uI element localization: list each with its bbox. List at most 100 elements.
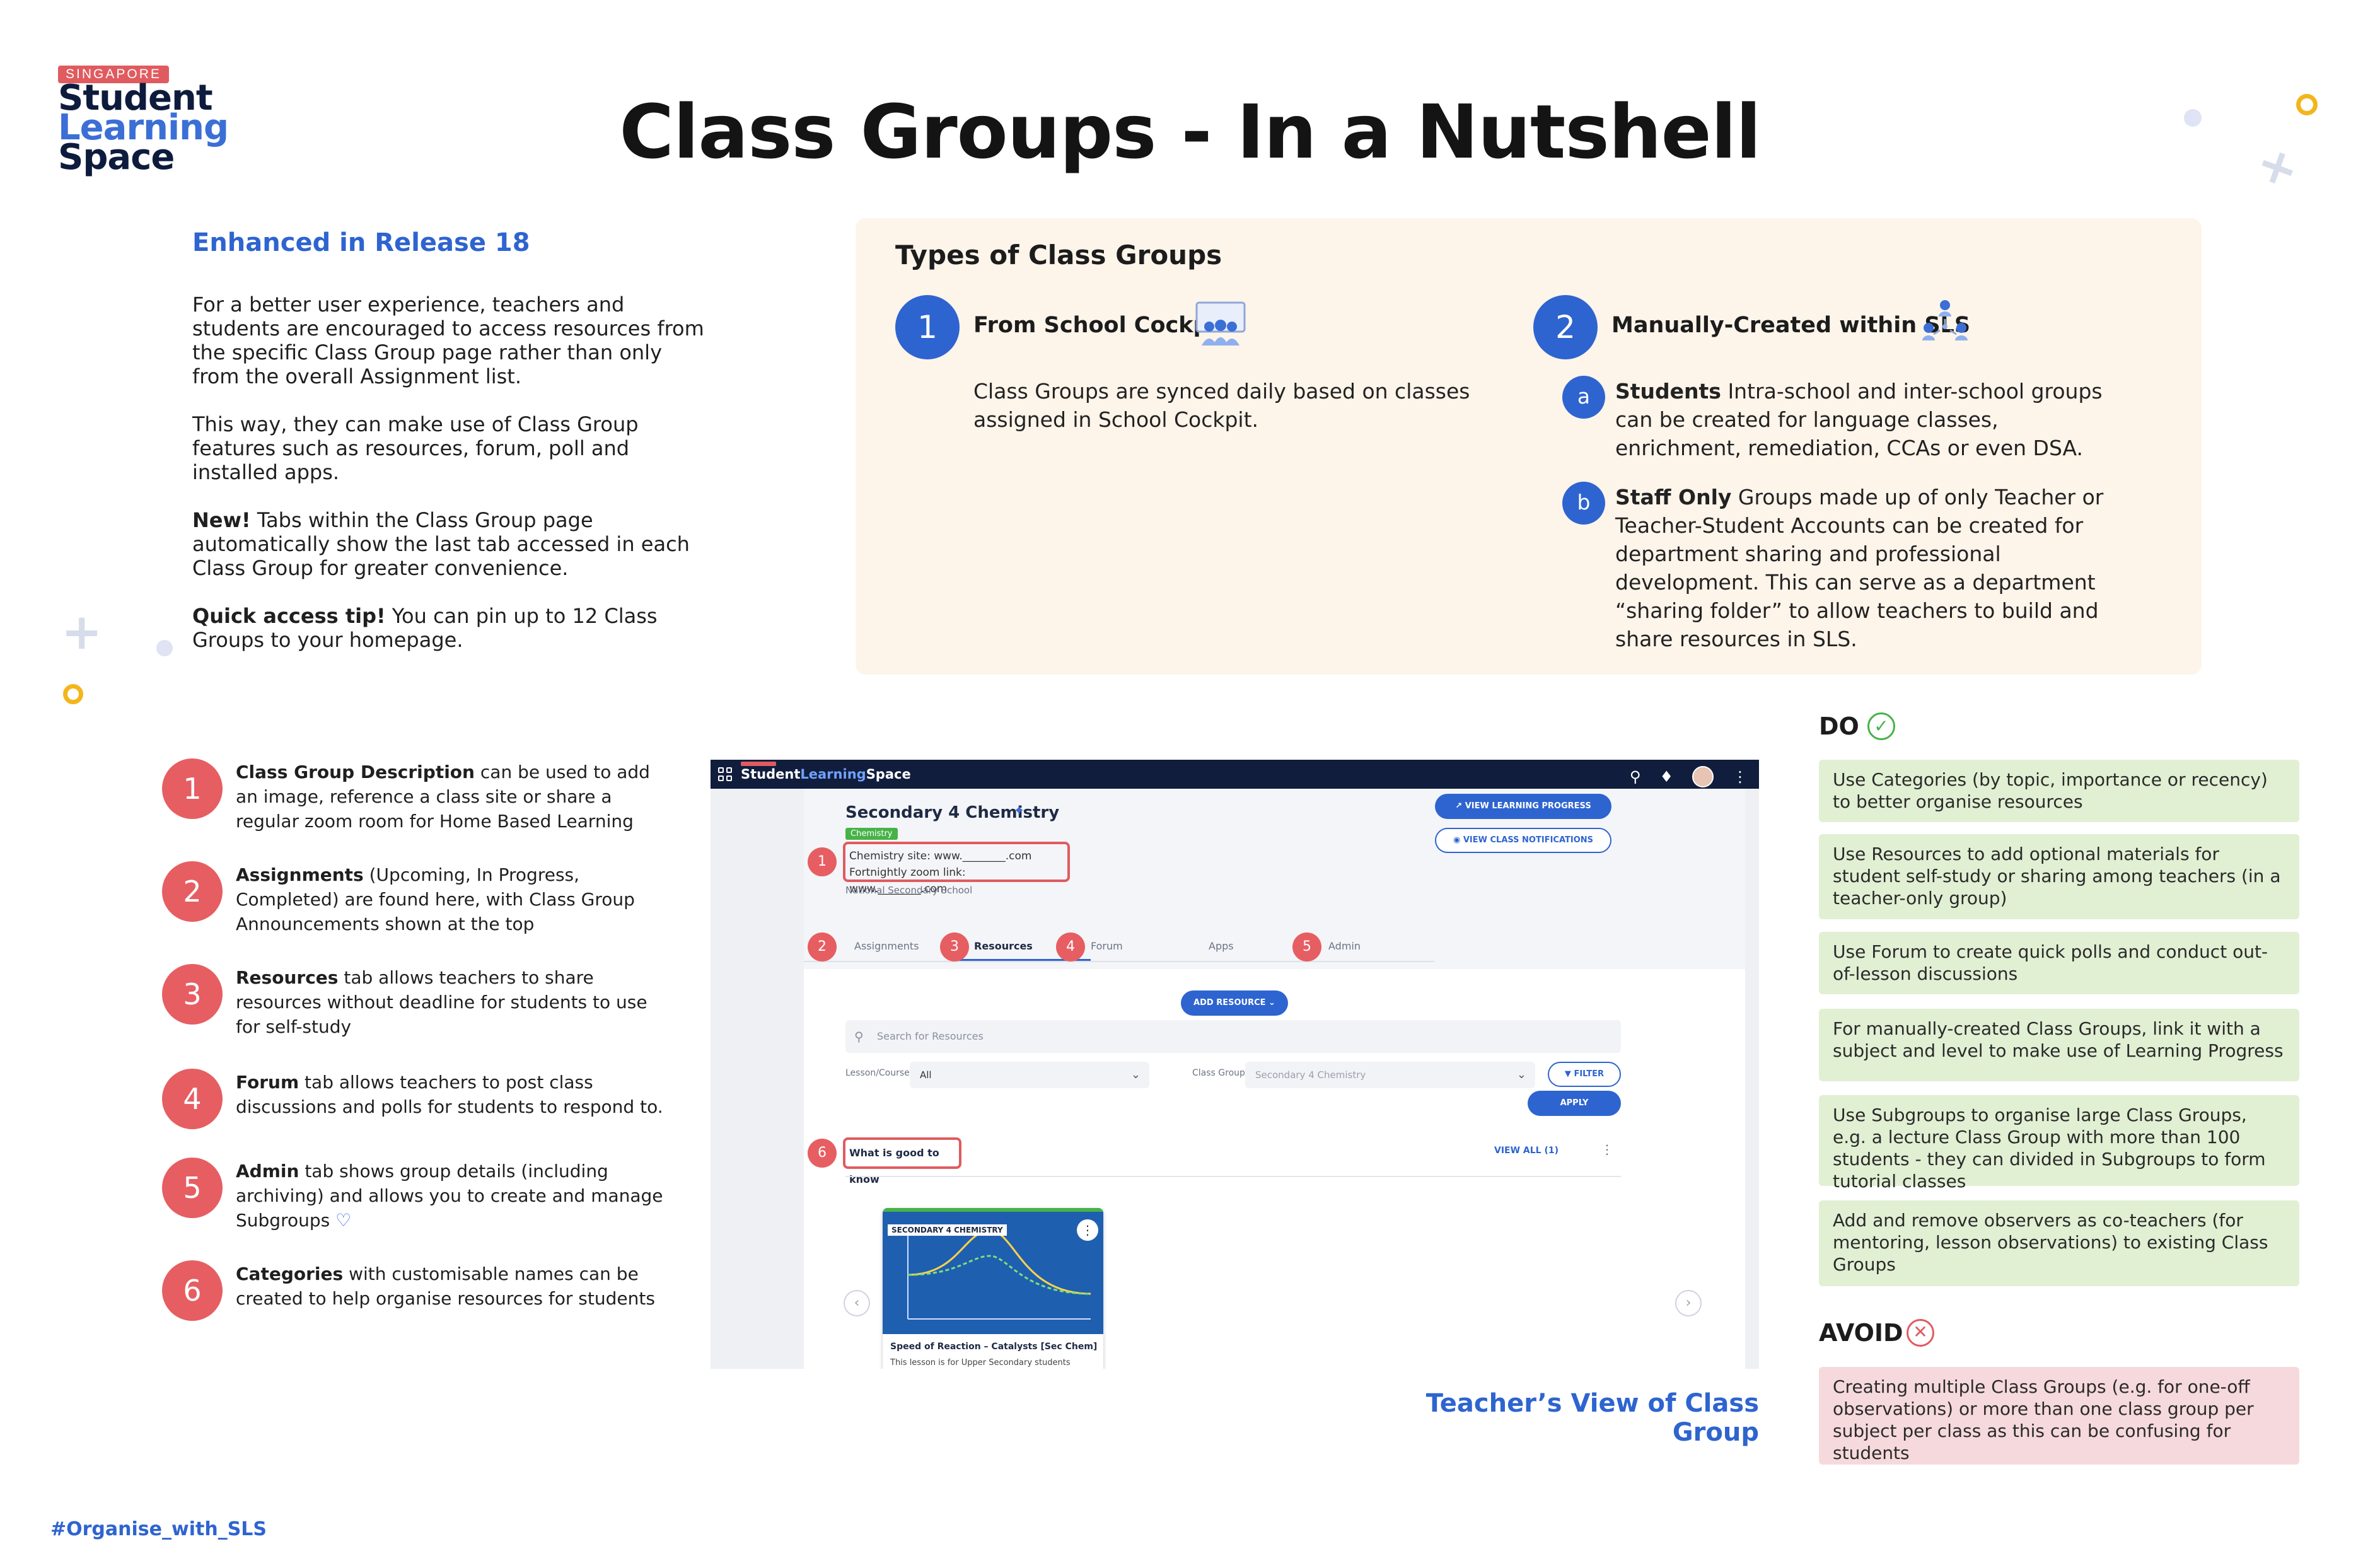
intro-paragraph: This way, they can make use of Class Gro… xyxy=(192,412,639,484)
callout-badge: 6 xyxy=(808,1139,837,1168)
feature-number: 2 xyxy=(162,861,223,922)
class-group-filter-select[interactable]: Secondary 4 Chemistry ⌄ xyxy=(1245,1062,1535,1088)
intro-paragraph: For a better user experience, teachers a… xyxy=(192,293,704,388)
lesson-subject-tag: SECONDARY 4 CHEMISTRY xyxy=(888,1224,1007,1236)
feature-label: Forum xyxy=(236,1072,299,1093)
chart-icon: ↗ xyxy=(1455,801,1465,811)
decorative-ring xyxy=(63,684,83,704)
apps-grid-icon[interactable] xyxy=(718,767,732,781)
feature-text: Assignments (Upcoming, In Progress, Comp… xyxy=(236,862,671,936)
class-group-screenshot: StudentLearningSpace ⚲ ♦ ⋮ Secondary 4 C… xyxy=(711,760,1759,1369)
button-label: FILTER xyxy=(1574,1069,1605,1079)
tab-apps[interactable]: Apps xyxy=(1209,940,1234,952)
filter-button[interactable]: ▼ FILTER xyxy=(1548,1062,1621,1087)
feature-desc: tab allows teachers to post class discus… xyxy=(236,1072,663,1117)
feature-text: Resources tab allows teachers to share r… xyxy=(236,965,671,1039)
feature-desc: with customisable names can be created t… xyxy=(236,1263,655,1309)
feature-desc: tab shows group details (including archi… xyxy=(236,1161,663,1231)
select-value: All xyxy=(920,1069,932,1081)
tab-forum[interactable]: Forum xyxy=(1091,940,1123,952)
feature-text: Categories with customisable names can b… xyxy=(236,1262,671,1311)
apply-button[interactable]: APPLY xyxy=(1528,1091,1621,1116)
button-label: VIEW CLASS NOTIFICATIONS xyxy=(1463,835,1593,845)
feature-number: 3 xyxy=(162,964,223,1025)
app-topbar: StudentLearningSpace ⚲ ♦ ⋮ xyxy=(711,760,1759,789)
category-title[interactable]: What is good to know xyxy=(843,1137,961,1185)
tab-assignments[interactable]: Assignments xyxy=(854,940,919,952)
lesson-subtitle: This lesson is for Upper Secondary stude… xyxy=(890,1358,1071,1368)
tab-resources[interactable]: Resources xyxy=(974,940,1033,952)
decorative-dot xyxy=(2184,109,2202,127)
intro-paragraph: New! Tabs within the Class Group page au… xyxy=(192,508,709,580)
search-icon[interactable]: ⚲ xyxy=(1629,768,1641,786)
feature-number: 6 xyxy=(162,1260,223,1321)
do-item: For manually-created Class Groups, link … xyxy=(1819,1009,2299,1081)
school-name: National Secondary School xyxy=(845,885,973,896)
lesson-card[interactable]: SECONDARY 4 CHEMISTRY ⋮ Speed of Reactio… xyxy=(883,1208,1103,1369)
callout-badge: 2 xyxy=(808,932,837,961)
avatar[interactable] xyxy=(1692,766,1714,787)
lesson-title: Speed of Reaction – Catalysts [Sec Chem] xyxy=(890,1342,1098,1352)
new-label: New! xyxy=(192,508,251,532)
x-icon: ✕ xyxy=(1907,1319,1934,1347)
lesson-filter-select[interactable]: All ⌄ xyxy=(910,1062,1149,1088)
tip-label: Quick access tip! xyxy=(192,604,386,628)
more-vert-icon[interactable]: ⋮ xyxy=(1601,1142,1613,1157)
pin-icon[interactable]: ✦ xyxy=(1013,803,1025,819)
app-brand[interactable]: StudentLearningSpace xyxy=(741,767,911,782)
lesson-filter-label: Lesson/Course xyxy=(845,1068,910,1078)
class-group-tabs: Assignments Resources Forum Apps Admin xyxy=(804,934,1434,962)
callout-badge: 3 xyxy=(940,932,969,961)
logo-badge: SINGAPORE xyxy=(58,66,169,83)
types-panel: Types of Class Groups 1 From School Cock… xyxy=(856,218,2202,675)
view-all-link[interactable]: VIEW ALL (1) xyxy=(1494,1146,1559,1156)
type-title: From School Cockpit xyxy=(973,313,1228,338)
decorative-dot xyxy=(156,640,173,656)
subtype-text: Students Intra-school and inter-school g… xyxy=(1615,377,2107,462)
feature-label: Class Group Description xyxy=(236,762,475,782)
do-item: Use Categories (by topic, importance or … xyxy=(1819,760,2299,822)
hashtag: #Organise_with_SLS xyxy=(50,1518,267,1540)
type-number: 1 xyxy=(895,295,960,359)
class-group-title: Secondary 4 Chemistry xyxy=(845,803,1060,822)
bell-icon[interactable]: ♦ xyxy=(1659,768,1673,786)
carousel-next-icon[interactable]: › xyxy=(1675,1290,1702,1316)
feature-label: Assignments xyxy=(236,864,364,885)
do-item: Use Resources to add optional materials … xyxy=(1819,834,2299,919)
button-label: ADD RESOURCE xyxy=(1193,998,1266,1008)
select-value: Secondary 4 Chemistry xyxy=(1255,1069,1366,1081)
do-item: Add and remove observers as co-teachers … xyxy=(1819,1200,2299,1286)
topbar-icons: ⚲ ♦ ⋮ xyxy=(1630,766,1748,787)
resource-search-input[interactable]: ⚲ Search for Resources xyxy=(845,1020,1621,1053)
subtype-badge: b xyxy=(1562,482,1605,525)
feature-number: 1 xyxy=(162,758,223,819)
logo-word-student: Student xyxy=(58,78,213,119)
view-class-notifications-button[interactable]: ◉ VIEW CLASS NOTIFICATIONS xyxy=(1435,828,1611,853)
feature-text: Admin tab shows group details (including… xyxy=(236,1159,671,1233)
logo-word-space: Space xyxy=(58,137,175,178)
decorative-plus-icon: + xyxy=(61,604,103,661)
type-title: Manually-Created within SLS xyxy=(1611,313,1971,338)
intro-section: Enhanced in Release 18 For a better user… xyxy=(192,228,709,676)
feature-desc: tab allows teachers to share resources w… xyxy=(236,967,647,1037)
tabs-divider xyxy=(804,961,1434,962)
feature-number: 4 xyxy=(162,1069,223,1129)
brand-word: Student xyxy=(741,767,801,782)
view-learning-progress-button[interactable]: ↗ VIEW LEARNING PROGRESS xyxy=(1435,794,1611,819)
more-vert-icon[interactable]: ⋮ xyxy=(1077,1219,1098,1241)
feature-label: Resources xyxy=(236,967,339,988)
more-vert-icon[interactable]: ⋮ xyxy=(1733,768,1748,786)
feature-label: Admin xyxy=(236,1161,299,1182)
chevron-down-icon: ⌄ xyxy=(1130,1068,1141,1081)
chevron-down-icon: ⌄ xyxy=(1516,1068,1526,1081)
brand-badge xyxy=(741,762,776,766)
subject-chip: Chemistry xyxy=(845,828,898,840)
feature-text: Forum tab allows teachers to post class … xyxy=(236,1070,671,1119)
add-resource-button[interactable]: ADD RESOURCE ⌄ xyxy=(1181,990,1288,1016)
page-title: Class Groups - In a Nutshell xyxy=(619,88,1761,175)
subtype-label: Students xyxy=(1615,379,1721,404)
button-label: VIEW LEARNING PROGRESS xyxy=(1465,801,1591,811)
subtype-text: Staff Only Groups made up of only Teache… xyxy=(1615,483,2107,653)
carousel-prev-icon[interactable]: ‹ xyxy=(844,1290,870,1316)
tab-admin[interactable]: Admin xyxy=(1328,940,1361,952)
